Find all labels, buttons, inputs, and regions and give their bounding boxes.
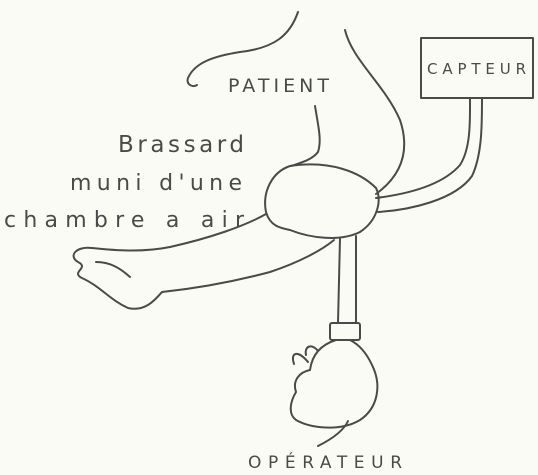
- sensor-tube-upper: [376, 98, 470, 198]
- valve-connector: [330, 323, 360, 340]
- cuff-shape: [265, 164, 378, 238]
- patient-back-outline: [345, 30, 404, 194]
- operateur-label: OPÉRATEUR: [248, 451, 403, 473]
- patient-torso-line: [291, 106, 320, 166]
- capteur-label: CAPTEUR: [427, 60, 527, 78]
- operator-wrist-line: [318, 421, 348, 446]
- patient-label: PATIENT: [228, 75, 330, 97]
- operator-bulb-hand: [291, 340, 378, 428]
- cuff-label-line-1: Brassard: [118, 132, 244, 158]
- cuff-label-line-2: muni d'une: [70, 171, 242, 196]
- bulb-tube-left: [338, 238, 340, 323]
- hand-finger-line: [96, 262, 130, 277]
- cuff-label-line-3: chambre a air: [4, 208, 245, 233]
